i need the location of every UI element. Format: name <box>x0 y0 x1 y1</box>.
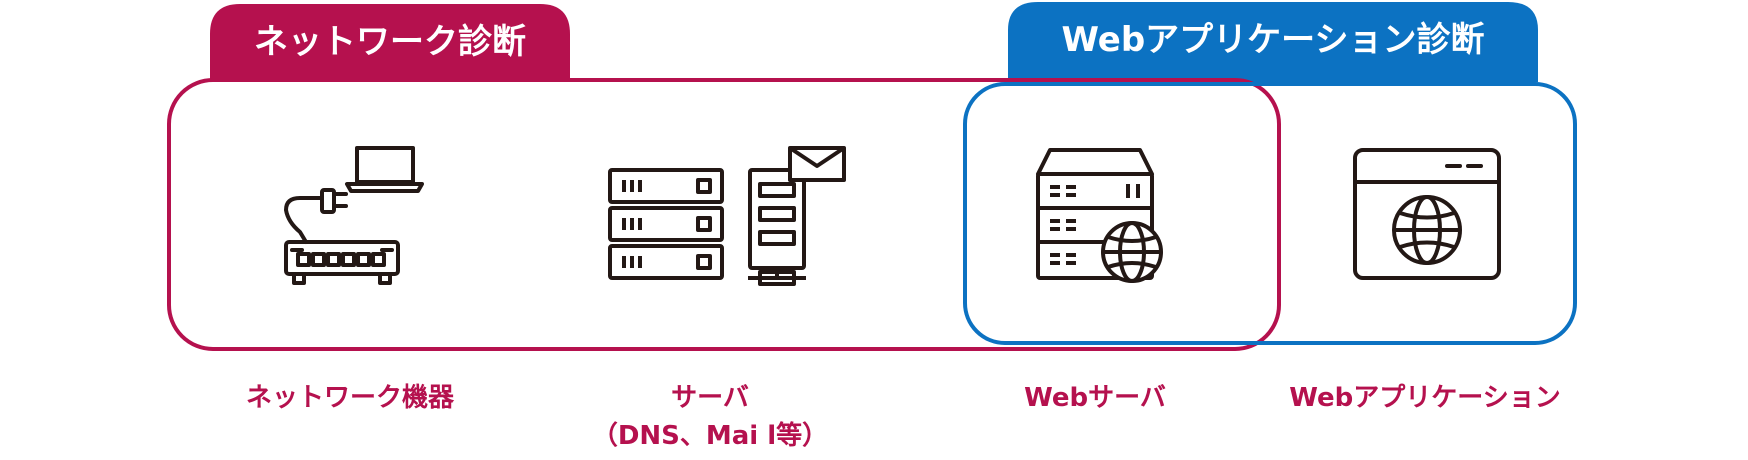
caption-server: サーバ <box>671 383 749 413</box>
browser-globe-icon <box>1353 148 1501 280</box>
network-switch-icon <box>284 146 424 285</box>
caption-network-device: ネットワーク機器 <box>245 383 454 413</box>
web-server-globe-icon <box>1036 148 1163 283</box>
caption-web-server: Webサーバ <box>1024 383 1166 413</box>
webapp-tab <box>1008 2 1538 82</box>
server-rack-mail-icon <box>608 146 846 286</box>
network-tab <box>210 4 570 82</box>
webapp-frame <box>963 82 1577 345</box>
caption-web-application: Webアプリケーション <box>1289 383 1561 413</box>
caption-server-sub: （DNS、Mai l等） <box>591 421 829 451</box>
network-diagnosis-title: ネットワーク診断 <box>254 22 526 62</box>
network-frame <box>167 78 1281 351</box>
webapp-diagnosis-title: Webアプリケーション診断 <box>1061 20 1485 60</box>
